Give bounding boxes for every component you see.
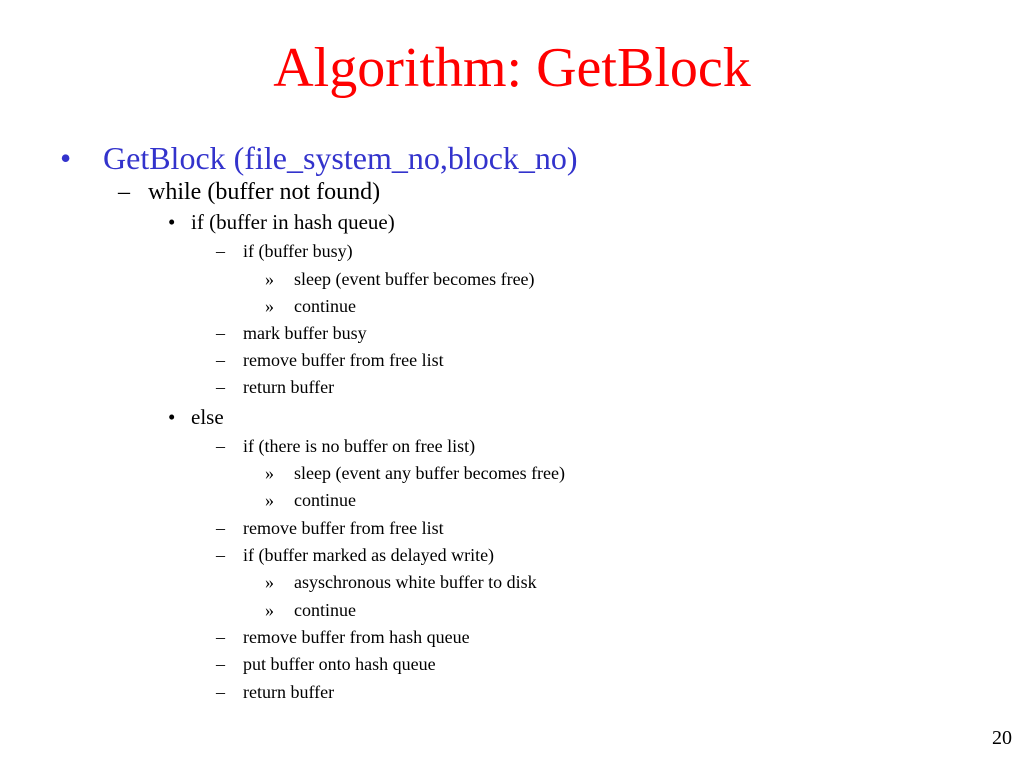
outline-item-text: asyschronous white buffer to disk xyxy=(294,572,537,592)
outline-item-text: while (buffer not found) xyxy=(148,179,381,205)
bullet-marker: » xyxy=(265,490,274,510)
outline-item-text: continue xyxy=(294,296,356,316)
bullet-marker: – xyxy=(216,545,225,565)
outline-item-text: remove buffer from free list xyxy=(243,518,444,538)
bullet-marker: » xyxy=(265,600,274,620)
outline-item-text: GetBlock (file_system_no,block_no) xyxy=(103,140,578,176)
outline-item-text: mark buffer busy xyxy=(243,323,367,343)
page-number: 20 xyxy=(992,727,1012,749)
bullet-marker: » xyxy=(265,269,274,289)
bullet-marker: » xyxy=(265,296,274,316)
outline-item-text: sleep (event any buffer becomes free) xyxy=(294,463,566,483)
bullet-marker: • xyxy=(168,210,176,234)
bullet-marker: – xyxy=(216,377,225,397)
outline-item-text: if (buffer marked as delayed write) xyxy=(243,545,495,565)
bullet-marker: – xyxy=(118,179,130,205)
bullet-marker: – xyxy=(216,436,225,456)
bullet-marker: » xyxy=(265,572,274,592)
outline-item-text: remove buffer from hash queue xyxy=(243,627,470,647)
outline-item-text: remove buffer from free list xyxy=(243,350,444,370)
outline-item-text: if (there is no buffer on free list) xyxy=(243,436,476,456)
outline-item-text: if (buffer in hash queue) xyxy=(191,210,395,234)
bullet-marker: – xyxy=(216,518,225,538)
outline-item-text: return buffer xyxy=(243,682,335,702)
bullet-marker: – xyxy=(216,654,225,674)
bullet-marker: » xyxy=(265,463,274,483)
bullet-marker: – xyxy=(216,682,225,702)
bullet-marker: • xyxy=(60,140,72,176)
outline-item-text: return buffer xyxy=(243,377,335,397)
outline-item-text: sleep (event buffer becomes free) xyxy=(294,269,535,289)
bullet-marker: – xyxy=(216,323,225,343)
outline-item-text: continue xyxy=(294,490,356,510)
bullet-marker: – xyxy=(216,241,225,261)
outline-item-text: else xyxy=(191,405,224,429)
outline-item-text: if (buffer busy) xyxy=(243,241,353,261)
bullet-marker: – xyxy=(216,627,225,647)
outline-item-text: put buffer onto hash queue xyxy=(243,654,436,674)
outline-item-text: continue xyxy=(294,600,356,620)
bullet-marker: – xyxy=(216,350,225,370)
bullet-marker: • xyxy=(168,405,176,429)
slide-title: Algorithm: GetBlock xyxy=(273,37,751,99)
